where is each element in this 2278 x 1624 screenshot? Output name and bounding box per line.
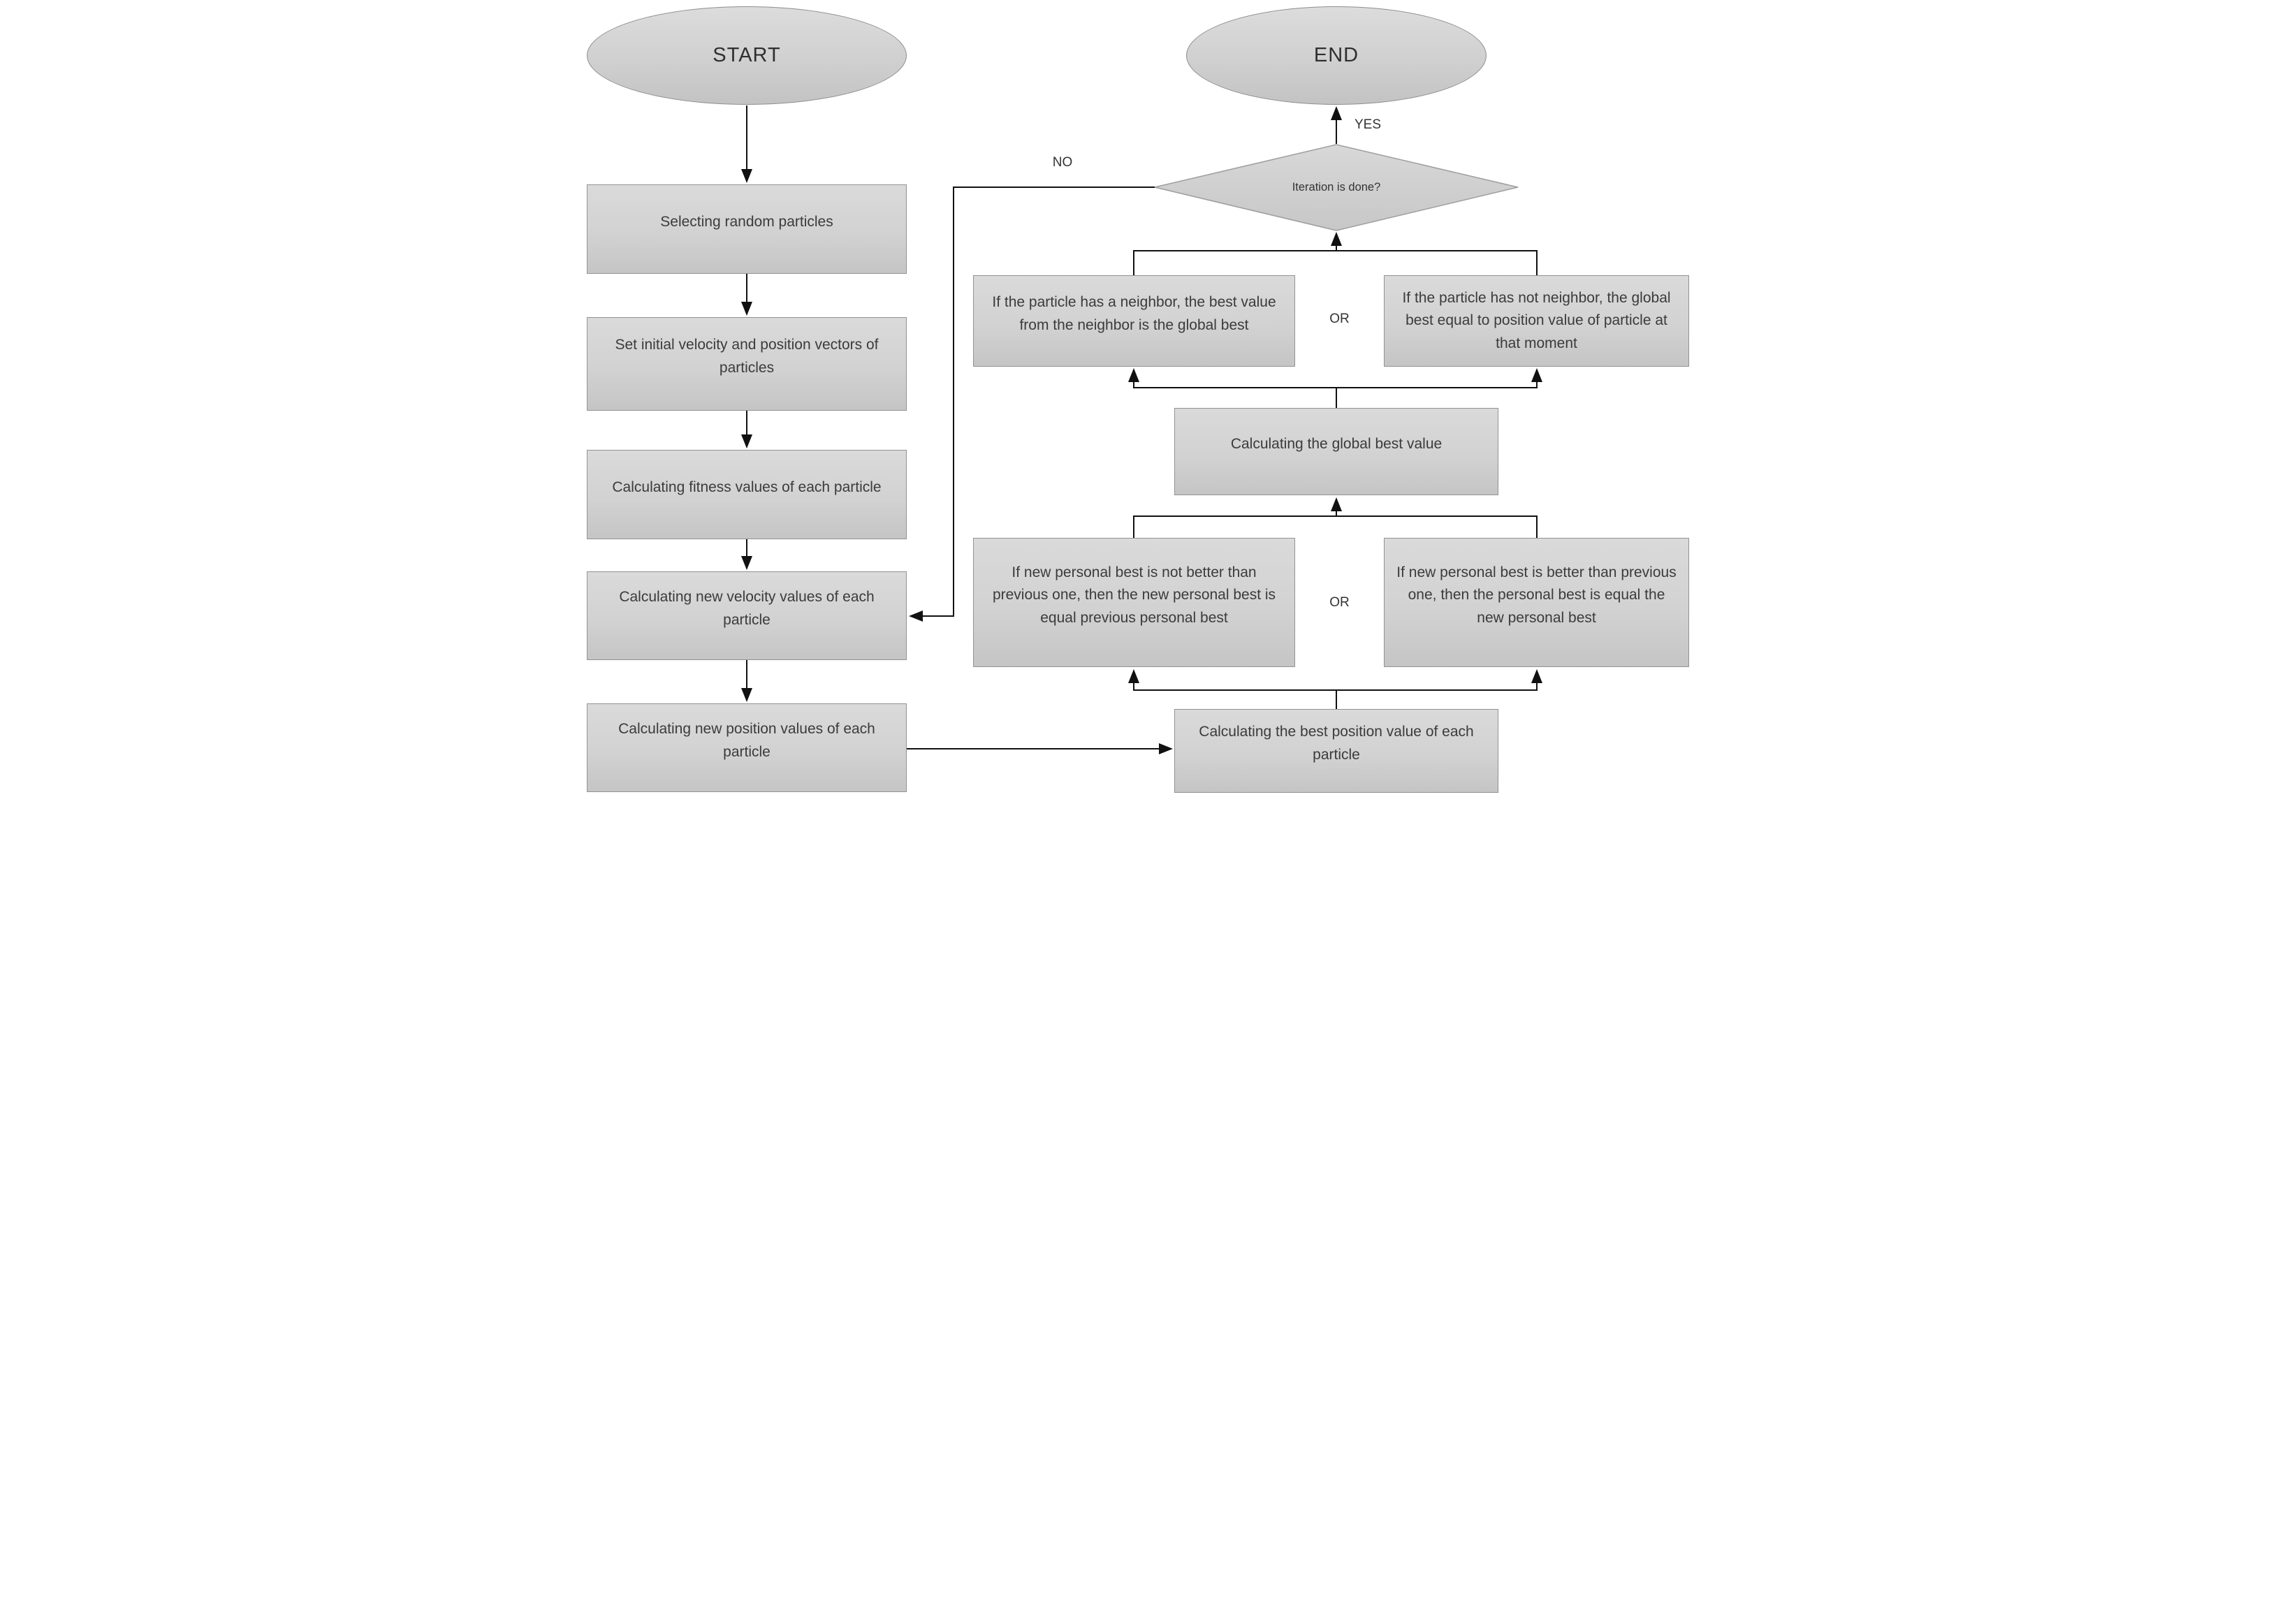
or-label-bottom: OR: [1329, 595, 1350, 610]
process-calc-new-position: Calculating new position values of each …: [587, 703, 907, 792]
process-neighbor-has: If the particle has a neighbor, the best…: [973, 275, 1295, 367]
decision-iteration-done-label: Iteration is done?: [1292, 180, 1381, 193]
no-label: NO: [1052, 155, 1073, 170]
edge-neighbor-right-merge: [1336, 250, 1538, 275]
edge-neighbor-to-decision: [1133, 232, 1342, 275]
process-calc-new-velocity: Calculating new velocity values of each …: [587, 571, 907, 660]
edge-bestposition-to-pb-left: [1128, 669, 1337, 709]
process-calc-global-best: Calculating the global best value: [1174, 408, 1498, 495]
flowchart-canvas: START END Selecting random particles Set…: [569, 0, 1709, 812]
process-pb-not-better: If new personal best is not better than …: [973, 538, 1295, 667]
edge-pb-right-merge: [1336, 515, 1538, 538]
process-pb-better: If new personal best is better than prev…: [1384, 538, 1689, 667]
yes-label: YES: [1355, 117, 1382, 132]
edge-bestposition-to-pb-right: [1336, 669, 1542, 691]
edge-globalbest-to-neighbor-left: [1128, 368, 1337, 408]
process-neighbor-not: If the particle has not neighbor, the gl…: [1384, 275, 1689, 367]
process-selecting-random-particles: Selecting random particles: [587, 184, 907, 274]
process-calc-fitness: Calculating fitness values of each parti…: [587, 450, 907, 539]
end-terminator: END: [1186, 6, 1487, 105]
edge-globalbest-to-neighbor-right: [1336, 368, 1542, 388]
start-terminator: START: [587, 6, 907, 105]
process-calc-best-position: Calculating the best position value of e…: [1174, 709, 1498, 793]
edge-pb-to-globalbest: [1133, 497, 1342, 538]
or-label-top: OR: [1329, 312, 1350, 326]
process-set-initial-vectors: Set initial velocity and position vector…: [587, 317, 907, 411]
